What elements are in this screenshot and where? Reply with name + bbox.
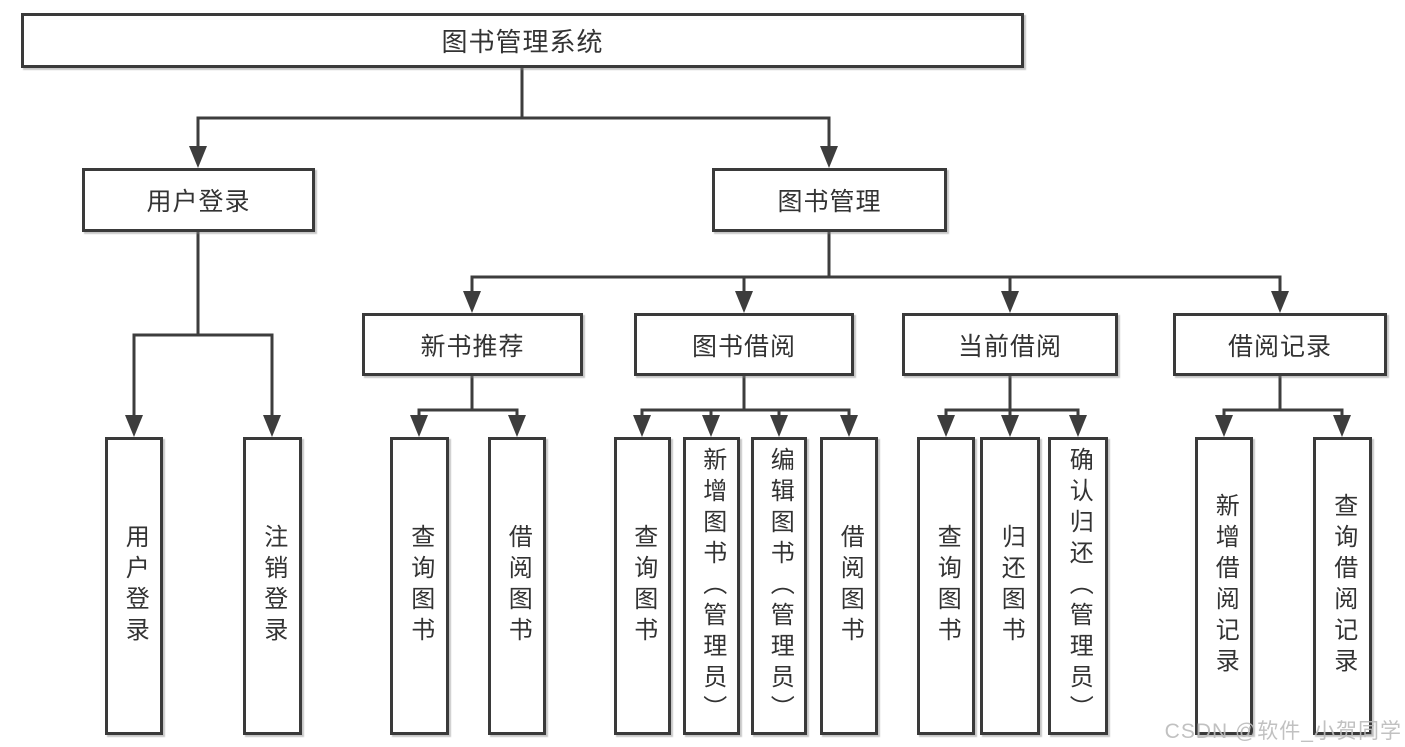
node-label: 编辑图书（管理员） bbox=[766, 446, 794, 726]
node-book-management: 图书管理 bbox=[712, 168, 947, 232]
node-leaf-query-books-borrow: 查询图书 bbox=[614, 437, 671, 735]
node-leaf-query-borrow-record: 查询借阅记录 bbox=[1313, 437, 1372, 735]
node-leaf-add-borrow-record: 新增借阅记录 bbox=[1195, 437, 1253, 735]
node-label: 图书管理 bbox=[777, 188, 882, 216]
node-label: 归还图书 bbox=[997, 524, 1025, 648]
node-leaf-edit-books-admin: 编辑图书（管理员） bbox=[751, 437, 807, 735]
node-leaf-borrow-books: 借阅图书 bbox=[820, 437, 878, 735]
node-label: 借阅图书 bbox=[836, 524, 864, 648]
node-label: 查询借阅记录 bbox=[1329, 493, 1357, 679]
node-label: 查询图书 bbox=[933, 524, 961, 648]
node-leaf-query-books-newrec: 查询图书 bbox=[390, 437, 449, 735]
node-leaf-borrow-books-newrec: 借阅图书 bbox=[488, 437, 546, 735]
node-label: 查询图书 bbox=[629, 524, 657, 648]
node-label: 用户登录 bbox=[121, 524, 149, 648]
node-leaf-confirm-return-admin: 确认归还（管理员） bbox=[1048, 437, 1108, 735]
node-book-borrow: 图书借阅 bbox=[634, 313, 854, 376]
node-label: 确认归还（管理员） bbox=[1065, 446, 1093, 726]
node-label: 用户登录 bbox=[146, 188, 251, 216]
node-leaf-user-login: 用户登录 bbox=[105, 437, 163, 735]
arrowheads bbox=[125, 146, 1351, 437]
node-leaf-add-books-admin: 新增图书（管理员） bbox=[683, 437, 740, 735]
node-label: 新增借阅记录 bbox=[1211, 493, 1239, 679]
node-new-book-recommend: 新书推荐 bbox=[362, 313, 583, 376]
node-leaf-return-books: 归还图书 bbox=[980, 437, 1040, 735]
node-label: 查询图书 bbox=[406, 524, 434, 648]
csdn-watermark: CSDN @软件_小贺同学 bbox=[1164, 720, 1402, 743]
node-user-login: 用户登录 bbox=[82, 168, 315, 232]
node-current-borrow: 当前借阅 bbox=[902, 313, 1118, 376]
node-library-management-system: 图书管理系统 bbox=[21, 13, 1024, 68]
node-label: 借阅记录 bbox=[1227, 332, 1332, 361]
node-label: 注销登录 bbox=[259, 524, 287, 648]
node-label: 新增图书（管理员） bbox=[698, 446, 726, 726]
node-label: 借阅图书 bbox=[504, 524, 532, 648]
node-borrow-records: 借阅记录 bbox=[1173, 313, 1387, 376]
node-label: 图书借阅 bbox=[691, 332, 796, 361]
node-label: 图书管理系统 bbox=[441, 27, 604, 57]
node-label: 新书推荐 bbox=[420, 332, 525, 361]
node-label: 当前借阅 bbox=[957, 332, 1062, 361]
node-leaf-logout: 注销登录 bbox=[243, 437, 302, 735]
node-leaf-query-books-current: 查询图书 bbox=[917, 437, 975, 735]
